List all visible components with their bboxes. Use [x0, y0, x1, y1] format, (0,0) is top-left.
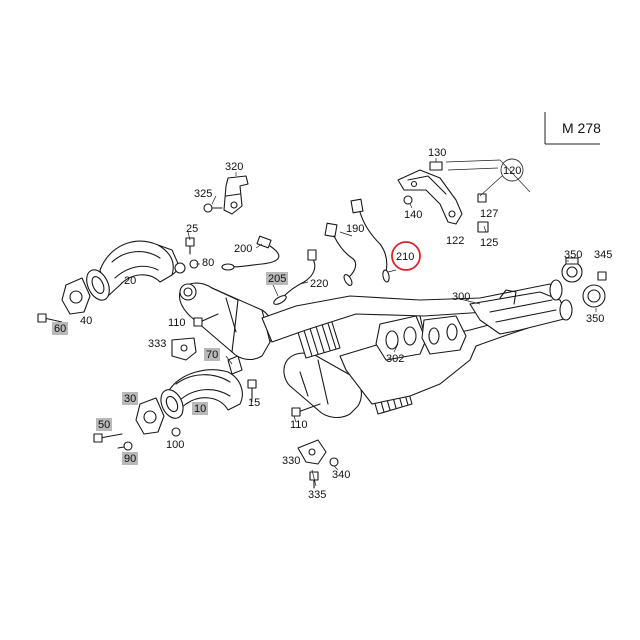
- callout-labels: 320 325 25 200 80 20 205 220 190 210 130…: [52, 147, 612, 501]
- flange-gasket-40[interactable]: [61, 277, 91, 315]
- bolt-345[interactable]: [597, 271, 607, 281]
- exhaust-manifold-upper[interactable]: [82, 240, 181, 304]
- label-10: 10: [194, 403, 206, 415]
- label-30: 30: [124, 393, 136, 405]
- callout-box-30: [122, 392, 138, 405]
- label-120: 120: [503, 165, 521, 177]
- label-60: 60: [54, 323, 66, 335]
- oxygen-sensor-220[interactable]: [272, 249, 317, 306]
- label-25: 25: [186, 223, 198, 235]
- label-70: 70: [206, 349, 218, 361]
- screw-15[interactable]: [247, 379, 257, 399]
- label-20: 20: [124, 275, 136, 287]
- label-333: 333: [148, 338, 166, 350]
- bolt-127[interactable]: [477, 193, 487, 203]
- label-127: 127: [480, 208, 498, 220]
- callout-box-10: [192, 402, 208, 415]
- label-140: 140: [404, 209, 422, 221]
- label-350-upper: 350: [564, 249, 582, 261]
- bolt-50[interactable]: [93, 433, 123, 443]
- label-125: 125: [480, 237, 498, 249]
- bolt-110-upper[interactable]: [193, 313, 219, 327]
- catalytic-converter-left[interactable]: [178, 282, 274, 361]
- label-350-lower: 350: [586, 313, 604, 325]
- nut-140[interactable]: [403, 195, 413, 205]
- label-40: 40: [80, 315, 92, 327]
- label-80: 80: [202, 257, 214, 269]
- nut-100[interactable]: [171, 427, 181, 437]
- label-205: 205: [268, 273, 286, 285]
- label-325: 325: [194, 188, 212, 200]
- bracket-122[interactable]: [397, 169, 463, 225]
- label-110-lower: 110: [290, 419, 308, 431]
- screw-335[interactable]: [309, 471, 319, 489]
- label-190: 190: [346, 223, 364, 235]
- label-345: 345: [594, 249, 612, 261]
- exhaust-manifold-lower[interactable]: [157, 369, 243, 422]
- nut-90[interactable]: [117, 441, 133, 451]
- label-50: 50: [98, 419, 110, 431]
- highlight-ring-210: [391, 241, 421, 271]
- leader-lines: [187, 158, 597, 487]
- flange-gasket-30[interactable]: [135, 397, 165, 435]
- callout-circle-120: [500, 158, 524, 182]
- label-15: 15: [248, 397, 260, 409]
- nut-80[interactable]: [174, 259, 199, 274]
- label-90: 90: [124, 453, 136, 465]
- model-code-box: M 278: [544, 112, 601, 145]
- y-pipe-assembly-300[interactable]: [261, 279, 573, 405]
- bracket-333[interactable]: [171, 337, 197, 361]
- bolt-25[interactable]: [185, 237, 195, 255]
- label-320: 320: [225, 161, 243, 173]
- label-220: 220: [310, 278, 328, 290]
- rubber-mount-130[interactable]: [429, 161, 443, 171]
- callout-box-70: [204, 348, 220, 361]
- model-code: M 278: [562, 120, 601, 136]
- nut-340[interactable]: [329, 457, 339, 467]
- bracket-330[interactable]: [297, 439, 327, 465]
- label-302: 302: [386, 353, 404, 365]
- label-340: 340: [332, 469, 350, 481]
- label-300: 300: [452, 291, 470, 303]
- label-335: 335: [308, 489, 326, 501]
- callout-box-90: [122, 452, 138, 465]
- clamp-350-upper[interactable]: [561, 257, 583, 283]
- label-130: 130: [428, 147, 446, 159]
- label-330: 330: [282, 455, 300, 467]
- label-210: 210: [396, 251, 414, 263]
- clip-70[interactable]: [227, 355, 243, 375]
- label-122: 122: [446, 235, 464, 247]
- oxygen-sensor-210[interactable]: [350, 198, 390, 283]
- label-110-upper: 110: [168, 317, 186, 329]
- callout-box-205: [266, 272, 288, 285]
- label-200: 200: [234, 243, 252, 255]
- callout-box-60: [52, 322, 68, 335]
- screw-325[interactable]: [203, 203, 223, 213]
- label-100: 100: [166, 439, 184, 451]
- bracket-320[interactable]: [223, 175, 249, 215]
- heat-shield-302[interactable]: [375, 315, 467, 361]
- rubber-mount-125[interactable]: [477, 221, 489, 233]
- oxygen-sensor-190[interactable]: [324, 222, 357, 286]
- callout-box-50: [96, 418, 112, 431]
- clamp-350-lower[interactable]: [582, 284, 606, 308]
- bolt-110-lower[interactable]: [291, 403, 321, 417]
- bolt-60[interactable]: [37, 313, 63, 323]
